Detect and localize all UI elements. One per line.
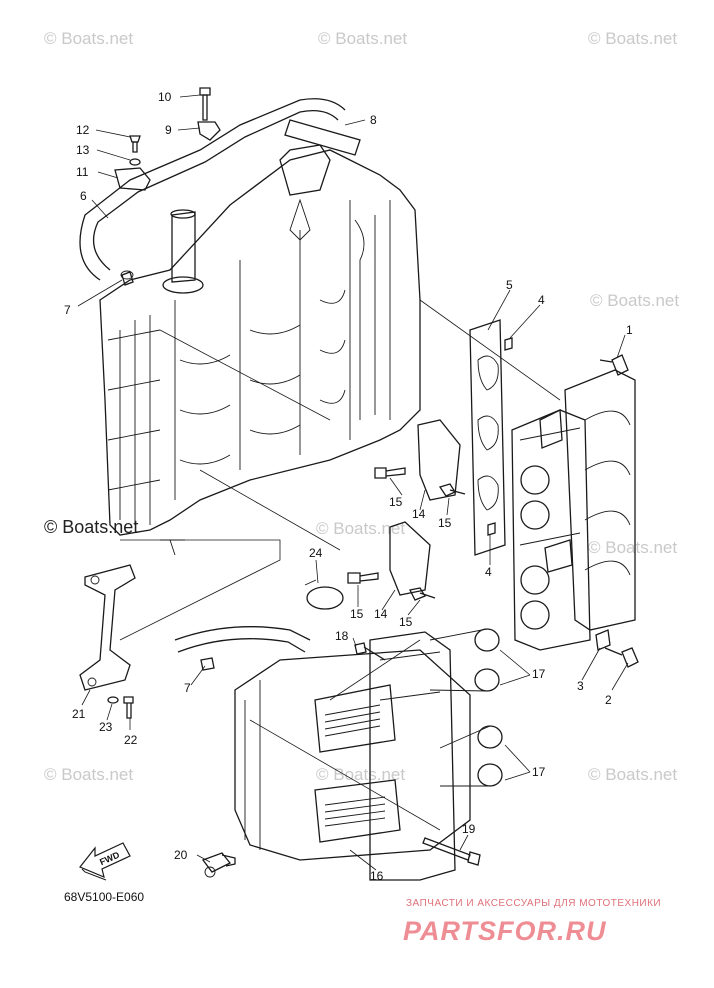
callout-16: 16 — [370, 869, 384, 883]
watermark: © Boats.net — [318, 29, 407, 48]
callout-21: 21 — [72, 707, 86, 721]
leader-lines — [77, 94, 629, 871]
watermark: © Boats.net — [590, 291, 679, 310]
callout-14: 14 — [412, 507, 426, 521]
callout-8: 8 — [370, 113, 377, 127]
callout-22: 22 — [124, 733, 138, 747]
callout-6: 6 — [80, 189, 87, 203]
callout-15c: 15 — [350, 607, 364, 621]
breather-hose — [79, 98, 346, 281]
partsfor-branding: ЗАПЧАСТИ И АКСЕССУАРЫ ДЛЯ МОТОТЕХНИКИ PA… — [403, 898, 661, 946]
callout-24: 24 — [309, 546, 323, 560]
callout-2: 2 — [605, 693, 612, 707]
callout-18: 18 — [335, 629, 349, 643]
callout-17b: 17 — [532, 765, 546, 779]
engine-block — [99, 144, 421, 556]
branding-tagline: ЗАПЧАСТИ И АКСЕССУАРЫ ДЛЯ МОТОТЕХНИКИ — [406, 898, 661, 909]
callout-14b: 14 — [374, 607, 388, 621]
callout-labels: 1 2 3 4 4 5 6 7 7 8 9 10 11 12 13 14 14 … — [64, 90, 633, 883]
brackets — [389, 419, 461, 596]
watermark: © Boats.net — [316, 765, 405, 784]
callout-23: 23 — [99, 720, 113, 734]
callout-15d: 15 — [399, 615, 413, 629]
o-rings — [429, 628, 503, 787]
intake-gasket — [469, 319, 513, 556]
intake-silencer — [234, 631, 471, 881]
callout-4: 4 — [538, 293, 545, 307]
callout-9: 9 — [165, 123, 172, 137]
callout-20: 20 — [174, 848, 188, 862]
watermark: © Boats.net — [588, 765, 677, 784]
fwd-arrow-icon: FWD — [79, 842, 131, 881]
callout-1: 1 — [626, 323, 633, 337]
watermark: © Boats.net — [588, 29, 677, 48]
watermark: © Boats.net — [316, 519, 405, 538]
watermark: © Boats.net — [44, 29, 133, 48]
callout-17: 17 — [532, 667, 546, 681]
hose-clamp — [174, 579, 344, 653]
callout-12: 12 — [76, 123, 90, 137]
callout-15b: 15 — [438, 516, 452, 530]
callout-5: 5 — [506, 278, 513, 292]
callout-10: 10 — [158, 90, 172, 104]
fasteners — [121, 271, 639, 878]
callout-15: 15 — [389, 495, 403, 509]
watermark-layer: © Boats.net © Boats.net © Boats.net © Bo… — [44, 29, 679, 784]
watermark: © Boats.net — [44, 765, 133, 784]
branding-logo: PARTSFOR.RU — [403, 916, 607, 946]
alignment-lines — [119, 299, 561, 831]
callout-7b: 7 — [184, 681, 191, 695]
callout-19: 19 — [462, 822, 476, 836]
callout-4b: 4 — [485, 565, 492, 579]
callout-7: 7 — [64, 303, 71, 317]
callout-13: 13 — [76, 143, 90, 157]
callout-3: 3 — [577, 679, 584, 693]
watermark-main: © Boats.net — [44, 517, 138, 537]
small-parts-top — [114, 87, 361, 191]
diagram-code: 68V5100-E060 — [64, 890, 144, 904]
throttle-body-manifold — [511, 369, 636, 651]
bolts-15 — [347, 467, 466, 601]
watermark: © Boats.net — [588, 538, 677, 557]
callout-11: 11 — [76, 165, 89, 179]
rear-plate — [79, 564, 136, 719]
